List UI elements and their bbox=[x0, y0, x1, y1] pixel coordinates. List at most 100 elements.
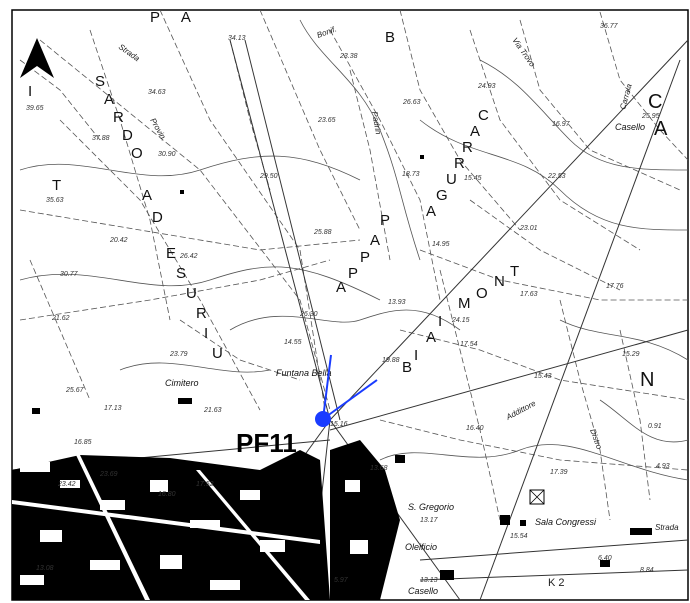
spot-height: 23.01 bbox=[519, 225, 538, 232]
spot-height: 0.91 bbox=[648, 423, 662, 430]
spot-height: 20.42 bbox=[109, 237, 128, 244]
survey-point-marker[interactable]: PF11 bbox=[236, 354, 378, 458]
region-label-ca: C bbox=[648, 91, 664, 113]
svg-text:R: R bbox=[113, 109, 126, 126]
svg-text:M: M bbox=[458, 295, 473, 312]
spot-height: 13.68 bbox=[370, 465, 388, 472]
svg-text:R: R bbox=[196, 305, 209, 322]
spot-height: 13.17 bbox=[420, 517, 439, 524]
svg-text:U: U bbox=[186, 285, 199, 302]
svg-text:A: A bbox=[426, 329, 438, 346]
spot-height: 4.93 bbox=[656, 463, 670, 470]
spot-height: 6.40 bbox=[598, 555, 612, 562]
svg-text:D: D bbox=[122, 127, 135, 144]
svg-text:S: S bbox=[95, 73, 107, 90]
place-label-casello-right: Casello bbox=[615, 122, 645, 132]
spot-height: 29.50 bbox=[259, 173, 278, 180]
spot-height: 15.54 bbox=[510, 533, 528, 540]
spot-heights: 34.13 36.77 23.38 34.63 26.63 24.93 39.6… bbox=[26, 23, 670, 584]
region-label-n: N bbox=[640, 369, 656, 391]
marker-dot bbox=[315, 411, 331, 427]
spot-height: 16.97 bbox=[552, 121, 571, 128]
spot-height: 25.95 bbox=[641, 113, 660, 120]
svg-text:T: T bbox=[510, 263, 521, 280]
urban-area bbox=[12, 155, 652, 600]
spot-height: 30.90 bbox=[158, 151, 176, 158]
road-label-padrin: Padrin bbox=[370, 111, 383, 136]
marker-ray bbox=[322, 354, 332, 420]
spot-height: 35.63 bbox=[46, 197, 64, 204]
spot-height: 36.77 bbox=[600, 23, 619, 30]
svg-text:P: P bbox=[348, 265, 360, 282]
svg-text:I: I bbox=[204, 325, 210, 342]
spot-height: 26.63 bbox=[402, 99, 421, 106]
svg-text:E: E bbox=[166, 245, 178, 262]
spot-height: 14.55 bbox=[284, 339, 302, 346]
svg-text:I: I bbox=[414, 347, 420, 364]
svg-text:A: A bbox=[370, 232, 382, 249]
spot-height: 34.13 bbox=[228, 35, 246, 42]
spot-height: 21.62 bbox=[51, 315, 70, 322]
region-label-i: I bbox=[28, 83, 34, 100]
spot-height: 17.76 bbox=[606, 283, 624, 290]
svg-text:O: O bbox=[476, 285, 490, 302]
spot-height: 26.30 bbox=[299, 311, 318, 318]
svg-text:U: U bbox=[446, 171, 459, 188]
spot-height: 23.65 bbox=[317, 117, 336, 124]
svg-text:A: A bbox=[426, 203, 438, 220]
spot-height: 30.77 bbox=[60, 271, 79, 278]
spot-height: 8.84 bbox=[640, 567, 654, 574]
spot-height: 17.39 bbox=[550, 469, 568, 476]
spot-height: 23.38 bbox=[339, 53, 358, 60]
region-label-b: B bbox=[385, 29, 397, 46]
svg-text:R: R bbox=[462, 139, 475, 156]
svg-text:B: B bbox=[402, 359, 414, 376]
spot-height: 25.67 bbox=[65, 387, 85, 394]
svg-text:U: U bbox=[212, 345, 225, 362]
north-arrow-icon bbox=[20, 38, 54, 78]
svg-text:S: S bbox=[176, 265, 188, 282]
spot-height: 37.88 bbox=[92, 135, 110, 142]
spot-height: 13.13 bbox=[420, 577, 438, 584]
spot-height: 17.63 bbox=[520, 291, 538, 298]
terrain-lines bbox=[11, 9, 689, 601]
region-label-ca-2: A bbox=[654, 118, 669, 140]
place-label-casello-bottom: Casello bbox=[408, 586, 438, 596]
spot-height: 26.42 bbox=[179, 253, 198, 260]
spot-height: 34.63 bbox=[148, 89, 166, 96]
spot-height: 17.13 bbox=[104, 405, 122, 412]
svg-text:A: A bbox=[104, 91, 116, 108]
svg-text:G: G bbox=[436, 187, 450, 204]
marker-label: PF11 bbox=[236, 428, 297, 458]
svg-text:A: A bbox=[336, 279, 348, 296]
spot-height: 14.95 bbox=[432, 241, 450, 248]
spot-height: 16.80 bbox=[158, 491, 176, 498]
spot-height: 18.73 bbox=[402, 171, 420, 178]
region-label-pappa: P A P P A bbox=[336, 212, 390, 296]
spot-height: 24.15 bbox=[451, 317, 470, 324]
svg-text:O: O bbox=[131, 145, 145, 162]
spot-height: 39.65 bbox=[26, 105, 44, 112]
region-label-t: T bbox=[52, 177, 63, 194]
spot-height: 16.85 bbox=[74, 439, 92, 446]
spot-height: 25.88 bbox=[313, 229, 332, 236]
road-label-strada-right: Strada bbox=[655, 523, 679, 532]
spot-height: 21.63 bbox=[203, 407, 222, 414]
spot-height: 24.93 bbox=[477, 83, 496, 90]
place-label-cimitero: Cimitero bbox=[165, 378, 199, 388]
spot-height: 19.88 bbox=[382, 357, 400, 364]
spot-height: 15.29 bbox=[622, 351, 640, 358]
region-label-biai-mont: B I A I M O N T bbox=[402, 263, 521, 376]
place-label-oleificio: Oleificio bbox=[405, 542, 437, 552]
svg-text:C: C bbox=[478, 107, 491, 124]
svg-text:D: D bbox=[152, 209, 165, 226]
spot-height: 23.42 bbox=[57, 481, 76, 488]
svg-text:A: A bbox=[470, 123, 482, 140]
region-label-carruga: C A R R U G A bbox=[426, 107, 491, 220]
sala-congressi-building bbox=[529, 489, 545, 505]
place-label-sala-congressi: Sala Congressi bbox=[535, 517, 597, 527]
svg-text:R: R bbox=[454, 155, 467, 172]
spot-height: 15.16 bbox=[330, 421, 348, 428]
